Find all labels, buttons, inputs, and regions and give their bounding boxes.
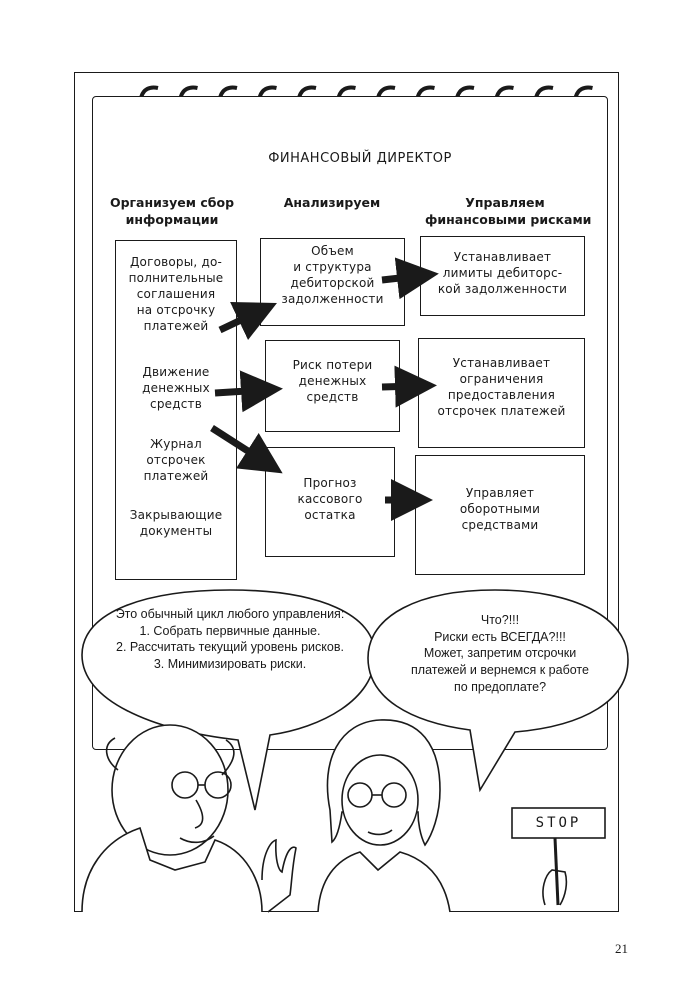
stop-sign: [511, 807, 606, 906]
arrow-receivables-to-limits: [381, 257, 439, 300]
arrow-risk-to-deferral: [381, 365, 437, 408]
man-character: [81, 724, 297, 913]
speech-bubble-left: [81, 589, 376, 811]
page-title: ФИНАНСОВЫЙ ДИРЕКТОР: [268, 151, 452, 166]
page-number: 21: [615, 941, 628, 956]
arrow-cashflow-to-risk: [214, 370, 283, 413]
analysis-box-cash-forecast: [265, 447, 395, 557]
speech-text-right: Что?!!! Риски есть ВСЕГДА?!!! Может, зап…: [411, 613, 589, 694]
info-sources-box: [115, 240, 237, 580]
analysis-box-receivables: [260, 238, 405, 326]
arrow-contracts-to-receivables: [218, 302, 277, 340]
woman-character: [317, 719, 568, 913]
speech-text-left: Это обычный цикл любого управления: 1. С…: [115, 607, 345, 671]
speech-bubble-right: [367, 589, 629, 793]
stop-sign-text: STOP: [535, 815, 582, 831]
manage-box-deferral-limits: [418, 338, 585, 448]
manage-box-working-capital: [415, 455, 585, 575]
arrow-journal-to-forecast: [210, 425, 283, 474]
column-heading-analyze: Анализируем: [283, 195, 381, 210]
